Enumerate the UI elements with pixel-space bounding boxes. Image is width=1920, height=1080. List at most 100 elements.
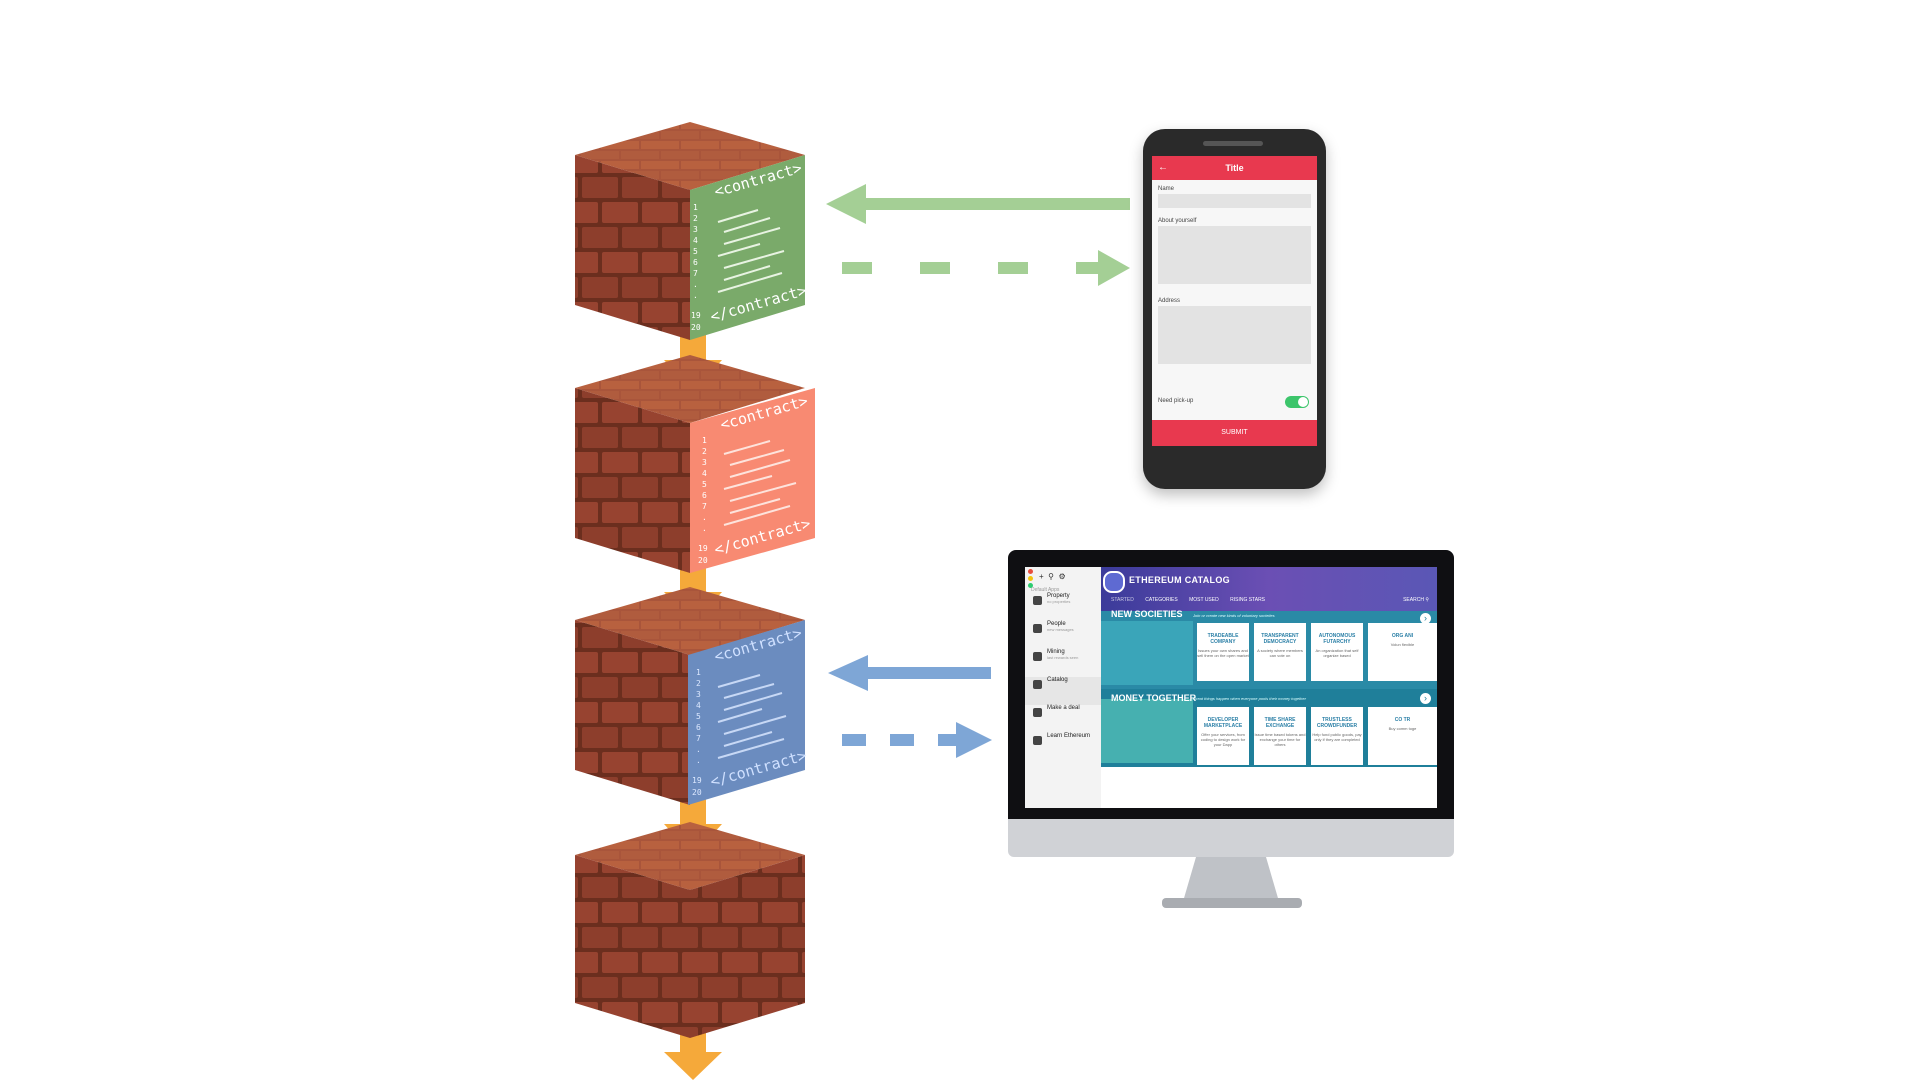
section-tagline: Great things happen when everyone pools …: [1193, 696, 1306, 701]
block-4-left: [575, 855, 690, 1038]
app-title: ETHEREUM CATALOG: [1129, 575, 1230, 585]
svg-text:3: 3: [693, 225, 698, 234]
svg-text:4: 4: [696, 701, 701, 710]
wrench-icon[interactable]: ⚙: [1058, 572, 1066, 581]
sidebar-item-label: Catalog: [1047, 677, 1068, 683]
phone-app-bar: ← Title: [1152, 156, 1317, 180]
svg-text:19: 19: [691, 311, 701, 320]
search-icon[interactable]: ⚲: [1048, 572, 1054, 581]
svg-text:1: 1: [696, 668, 701, 677]
block-2: <contract> </contract> 1 2 3 4 5 6 7 . .…: [575, 355, 815, 573]
chevron-right-icon[interactable]: ›: [1420, 693, 1431, 704]
card-autonomous-futarchy[interactable]: AUTONOMOUS FUTARCHY An organization that…: [1311, 623, 1363, 681]
search-button[interactable]: SEARCH ⚲: [1403, 597, 1429, 603]
plus-icon[interactable]: +: [1039, 572, 1044, 581]
blue-arrows: [828, 655, 992, 758]
name-field[interactable]: [1158, 194, 1311, 208]
monitor-stand: [1162, 857, 1302, 908]
block-1: <contract> </contract> 1 2 3 4 5 6 7 . .…: [575, 122, 809, 340]
address-field[interactable]: [1158, 306, 1311, 364]
blue-arrow-dashed-right: [842, 722, 992, 758]
desktop-monitor: + ⚲ ⚙ Default Apps Property no propertie…: [1008, 550, 1454, 857]
phone-screen: ← Title Name About yourself Address Need…: [1152, 156, 1317, 446]
svg-text:19: 19: [692, 776, 702, 785]
block-3-left: [575, 620, 690, 805]
svg-text:2: 2: [702, 447, 707, 456]
card-title: CO TR: [1394, 717, 1411, 723]
svg-text:2: 2: [693, 214, 698, 223]
block-4-top: [575, 822, 805, 890]
block-3-line-numbers: 1 2 3 4 5 6 7 . . 19 20: [692, 668, 702, 797]
svg-text:7: 7: [696, 734, 701, 743]
tab-started[interactable]: STARTED: [1111, 597, 1134, 603]
sidebar-item-people[interactable]: People new messages: [1025, 621, 1101, 649]
section-title: MONEY TOGETHER: [1111, 693, 1197, 703]
about-field[interactable]: [1158, 226, 1311, 284]
card-partial[interactable]: CO TR Buy comm toge: [1368, 707, 1437, 765]
card-desc: Offer your services, from coding to desi…: [1200, 732, 1246, 747]
card-title: DEVELOPER MARKETPLACE: [1203, 717, 1243, 729]
block-2-line-numbers: 1 2 3 4 5 6 7 . . 19 20: [698, 436, 708, 565]
card-desc: Issues your own shares and sell them on …: [1197, 648, 1249, 658]
section-title: NEW SOCIETIES: [1111, 609, 1183, 619]
sidebar-item-learn-ethereum[interactable]: Learn Ethereum: [1025, 733, 1101, 761]
card-partial[interactable]: ORG ANI Volun flexible: [1368, 623, 1437, 681]
chevron-right-icon[interactable]: ›: [1420, 613, 1431, 624]
card-title: TIME SHARE EXCHANGE: [1264, 717, 1296, 729]
minimize-dot[interactable]: [1028, 576, 1033, 581]
section-illustration: [1101, 699, 1193, 763]
submit-button[interactable]: SUBMIT: [1152, 420, 1317, 446]
card-developer-marketplace[interactable]: DEVELOPER MARKETPLACE Offer your service…: [1197, 707, 1249, 765]
catalog-icon: [1033, 680, 1042, 689]
name-label: Name: [1158, 186, 1175, 192]
svg-text:1: 1: [702, 436, 707, 445]
green-arrow-dashed-right: [842, 250, 1130, 286]
svg-text:7: 7: [702, 502, 707, 511]
close-dot[interactable]: [1028, 569, 1033, 574]
block-1-left: [575, 155, 690, 340]
card-transparent-democracy[interactable]: TRANSPARENT DEMOCRACY A society where me…: [1254, 623, 1306, 681]
tab-categories[interactable]: CATEGORIES: [1145, 597, 1178, 603]
block-4-right: [690, 855, 805, 1038]
svg-text:.: .: [696, 756, 701, 765]
svg-text:20: 20: [692, 788, 702, 797]
pickup-toggle[interactable]: [1285, 396, 1309, 408]
about-label: About yourself: [1158, 218, 1197, 224]
tab-rising-stars[interactable]: RISING STARS: [1230, 597, 1266, 603]
svg-text:.: .: [702, 524, 707, 533]
tab-most-used[interactable]: MOST USED: [1189, 597, 1219, 603]
svg-text:.: .: [693, 280, 698, 289]
svg-text:20: 20: [691, 323, 701, 332]
block-4: [575, 822, 805, 1038]
card-time-share-exchange[interactable]: TIME SHARE EXCHANGE Issue time based tok…: [1254, 707, 1306, 765]
sidebar-header: Default Apps: [1031, 587, 1060, 593]
blue-arrow-solid-left: [828, 655, 991, 691]
sidebar-item-label: People: [1047, 621, 1066, 627]
phone-device: ← Title Name About yourself Address Need…: [1143, 129, 1326, 489]
property-icon: [1033, 596, 1042, 605]
svg-text:7: 7: [693, 269, 698, 278]
sidebar-item-property[interactable]: Property no properties: [1025, 593, 1101, 621]
sidebar-item-label: Mining: [1047, 649, 1065, 655]
svg-text:5: 5: [693, 247, 698, 256]
learn-icon: [1033, 736, 1042, 745]
sidebar-item-catalog[interactable]: Catalog: [1025, 677, 1101, 705]
svg-text:5: 5: [696, 712, 701, 721]
svg-text:4: 4: [702, 469, 707, 478]
maximize-dot[interactable]: [1028, 583, 1033, 588]
app-sidebar: + ⚲ ⚙ Default Apps Property no propertie…: [1025, 567, 1101, 808]
sidebar-item-make-a-deal[interactable]: Make a deal: [1025, 705, 1101, 733]
svg-text:.: .: [693, 291, 698, 300]
card-tradeable-company[interactable]: TRADEABLE COMPANY Issues your own shares…: [1197, 623, 1249, 681]
monitor-chin: [1008, 819, 1454, 857]
arrow-left-icon[interactable]: ←: [1158, 162, 1168, 173]
svg-text:4: 4: [693, 236, 698, 245]
card-trustless-crowdfunder[interactable]: TRUSTLESS CROWDFUNDER Help fund public g…: [1311, 707, 1363, 765]
sidebar-item-mining[interactable]: Mining last rewards seen: [1025, 649, 1101, 677]
green-arrows: [826, 184, 1130, 286]
window-controls: [1028, 569, 1033, 590]
chain-arrow-4: [664, 1030, 722, 1080]
svg-text:3: 3: [702, 458, 707, 467]
block-3-code-lines: [717, 674, 787, 759]
